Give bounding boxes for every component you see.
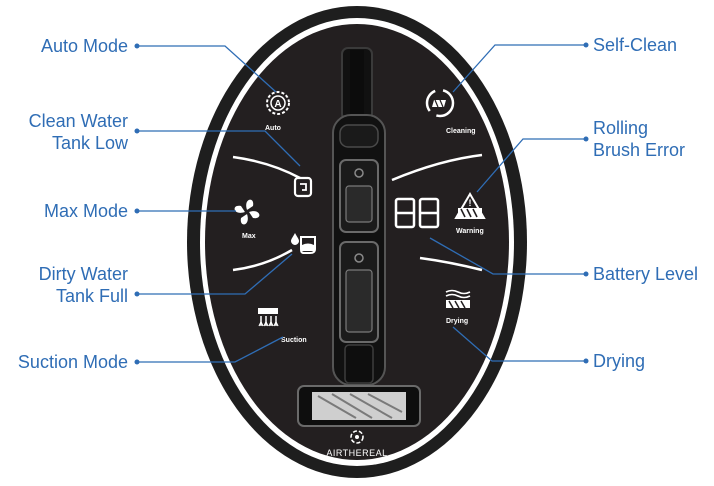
callout-max-mode: Max Mode xyxy=(44,200,128,222)
clean-water-tank-icon xyxy=(293,176,313,198)
leader-dots xyxy=(134,42,589,365)
battery-display-icon xyxy=(394,197,440,229)
callout-self-clean: Self-Clean xyxy=(593,34,677,56)
callout-auto-mode-text: Auto Mode xyxy=(40,36,128,56)
leader-lines xyxy=(137,44,586,363)
callout-drying-text: Drying xyxy=(593,351,646,371)
self-clean-icon xyxy=(425,88,455,118)
callout-self-clean-text: Self-Clean xyxy=(593,35,678,55)
callout-clean-water-tank-low: Clean Water Tank Low xyxy=(29,110,128,154)
svg-text:A: A xyxy=(274,99,281,110)
callout-clean-water-line-2: Tank Low xyxy=(51,133,128,153)
suction-mode-icon xyxy=(258,308,279,327)
panel-dividers xyxy=(232,153,483,272)
callout-max-mode-text: Max Mode xyxy=(43,201,128,221)
callout-dirty-water-line-2: Tank Full xyxy=(55,286,128,306)
callout-clean-water-line-1: Clean Water xyxy=(28,111,128,131)
rolling-brush-error-icon: ! xyxy=(454,192,486,219)
panel-label-warning: Warning xyxy=(456,228,484,235)
callout-auto-mode: Auto Mode xyxy=(41,35,128,57)
max-mode-icon xyxy=(234,199,260,225)
svg-text:!: ! xyxy=(469,198,472,208)
airthereal-logo-icon xyxy=(350,430,364,444)
panel-label-max: Max xyxy=(242,233,256,240)
callout-dirty-water-tank-full: Dirty Water Tank Full xyxy=(39,263,128,307)
panel-label-cleaning: Cleaning xyxy=(446,128,476,135)
panel-label-suction: Suction xyxy=(281,337,307,344)
callout-suction-mode-text: Suction Mode xyxy=(17,352,128,372)
brand-wordmark: AIRTHEREAL xyxy=(326,448,387,458)
panel-label-auto: Auto xyxy=(265,125,281,132)
callout-battery-level-text: Battery Level xyxy=(593,264,699,284)
drying-icon xyxy=(445,289,471,309)
auto-mode-icon: A xyxy=(266,91,290,115)
callout-rolling-brush-error: Rolling Brush Error xyxy=(593,117,685,161)
callout-rolling-brush-line-2: Brush Error xyxy=(593,140,686,160)
callout-suction-mode: Suction Mode xyxy=(18,351,128,373)
callout-drying: Drying xyxy=(593,350,645,372)
callout-rolling-brush-line-1: Rolling xyxy=(593,118,649,138)
panel-label-drying: Drying xyxy=(446,318,468,325)
vacuum-device-silhouette xyxy=(297,47,421,427)
dirty-water-tank-icon xyxy=(291,233,316,254)
callout-dirty-water-line-1: Dirty Water xyxy=(38,264,128,284)
callout-battery-level: Battery Level xyxy=(593,263,698,285)
